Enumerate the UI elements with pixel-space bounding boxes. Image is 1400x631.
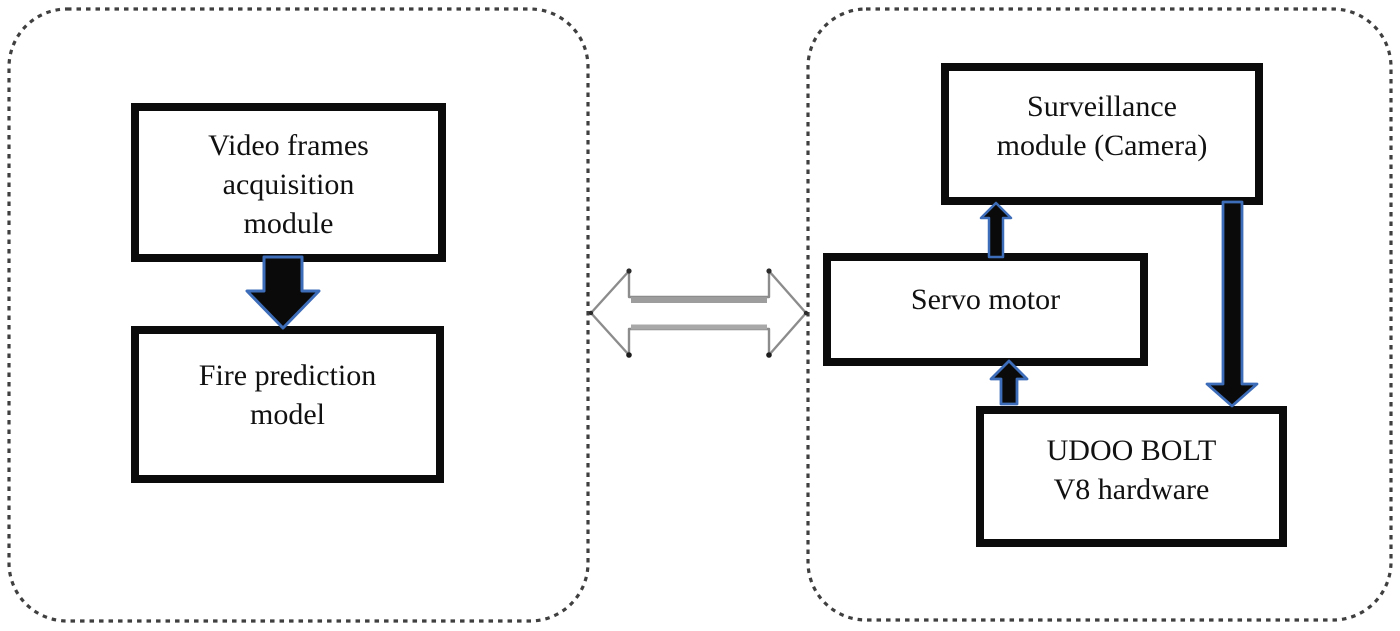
udoo-bolt-v8-hardware-box: UDOO BOLT V8 hardware <box>976 406 1287 547</box>
down-arrow-icon <box>245 255 321 330</box>
surveillance-module-camera-box: Surveillance module (Camera) <box>941 63 1263 205</box>
box-label-line: Surveillance <box>1027 90 1177 123</box>
box-label-line: model <box>250 398 325 431</box>
video-frames-acquisition-module-box: Video frames acquisition module <box>131 103 446 262</box>
up-arrow-icon <box>989 359 1029 406</box>
up-arrow-icon <box>979 201 1013 259</box>
box-label-line: V8 hardware <box>1053 473 1210 506</box>
double-headed-arrow-icon <box>588 268 809 358</box>
box-label-line: Servo motor <box>910 283 1061 316</box>
left-panel-dotted-border <box>7 7 590 623</box>
servo-motor-box: Servo motor <box>823 253 1148 366</box>
box-label-line: acquisition <box>222 168 355 201</box>
long-down-arrow-icon <box>1205 200 1259 408</box>
box-label-line: Fire prediction <box>198 359 377 392</box>
box-label-line: Video frames <box>208 129 369 162</box>
box-label-line: module (Camera) <box>996 129 1208 162</box>
box-label-line: UDOO BOLT <box>1046 434 1217 467</box>
box-label-line: module <box>243 207 334 240</box>
fire-prediction-model-box: Fire prediction model <box>131 326 444 483</box>
